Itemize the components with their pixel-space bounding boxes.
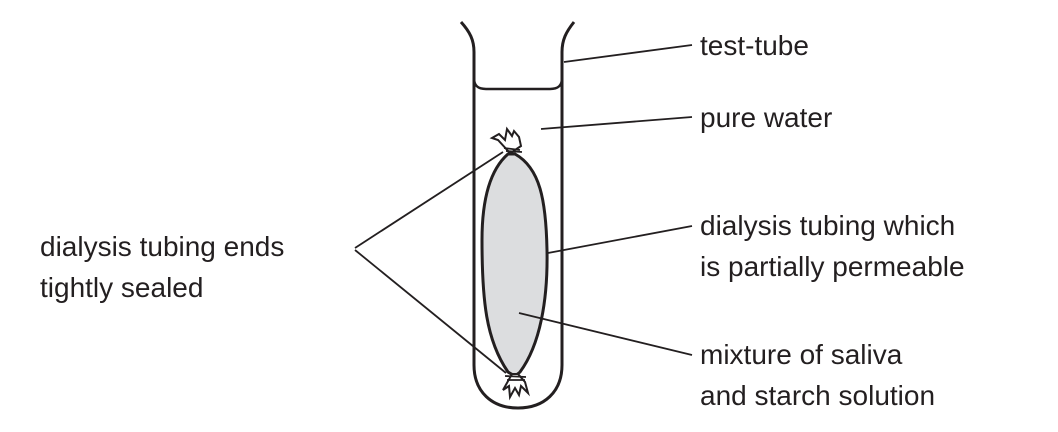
label-mixture-line2: and starch solution	[700, 380, 935, 411]
leader-pure-water	[540, 116, 693, 130]
test-tube-outline	[459, 20, 576, 410]
leader-ends-bottom	[354, 249, 507, 374]
label-pure-water: pure water	[700, 102, 832, 133]
dialysis-tubing-bag	[480, 152, 549, 377]
leader-mixture	[518, 312, 693, 356]
leader-tubing	[547, 225, 693, 254]
label-test-tube: test-tube	[700, 30, 809, 61]
label-tubing-line2: is partially permeable	[700, 251, 965, 282]
leader-test-tube	[563, 44, 693, 63]
leader-ends-top	[354, 151, 504, 249]
label-mixture-line1: mixture of saliva	[700, 339, 903, 370]
label-ends-line2: tightly sealed	[40, 272, 203, 303]
label-tubing-line1: dialysis tubing which	[700, 210, 955, 241]
top-knot-icon	[489, 126, 523, 153]
label-ends-line1: dialysis tubing ends	[40, 231, 284, 262]
bottom-knot-icon	[502, 373, 530, 401]
water-surface	[472, 77, 564, 91]
